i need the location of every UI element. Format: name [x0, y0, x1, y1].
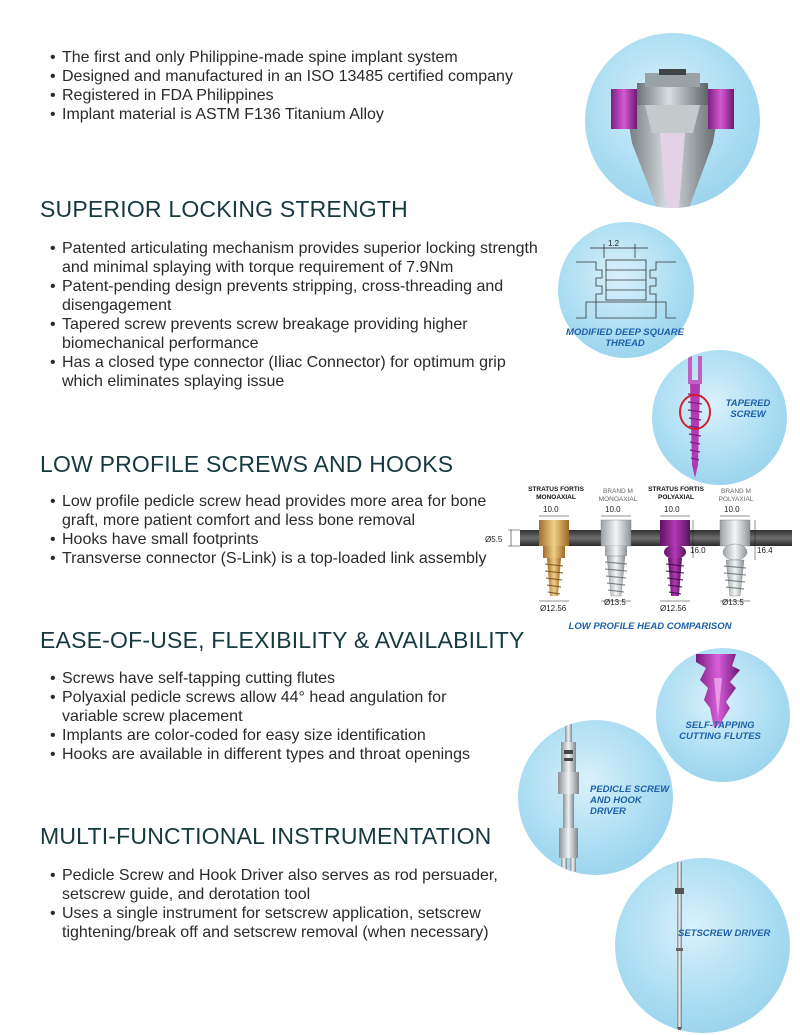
screw-label: STRATUS FORTIS MONOAXIAL — [528, 486, 584, 501]
screw-label: STRATUS FORTIS POLYAXIAL — [648, 486, 704, 501]
ease-of-use-section: Screws have self-tapping cutting flutes … — [50, 669, 500, 764]
instrumentation-section: Pedicle Screw and Hook Driver also serve… — [50, 866, 530, 942]
list-item: Hooks have small footprints — [50, 530, 505, 549]
low-profile-bullet-list: Low profile pedicle screw head provides … — [50, 492, 505, 568]
setscrew-driver-image — [615, 858, 790, 1033]
list-item: Registered in FDA Philippines — [50, 86, 570, 105]
instrumentation-bullet-list: Pedicle Screw and Hook Driver also serve… — [50, 866, 530, 942]
thread-dim-label: 1.2 — [608, 239, 620, 248]
cutting-flutes-image — [656, 648, 790, 782]
setscrew-caption: SETSCREW DRIVER — [678, 928, 771, 939]
screw-top-dim: 10.0 — [664, 505, 680, 514]
section-heading-ease-of-use: EASE-OF-USE, FLEXIBILITY & AVAILABILITY — [40, 627, 525, 653]
screw-top-dim: 10.0 — [724, 505, 740, 514]
intro-section: The first and only Philippine-made spine… — [50, 48, 570, 124]
thread-caption: MODIFIED DEEP SQUARE THREAD — [566, 327, 684, 349]
list-item: The first and only Philippine-made spine… — [50, 48, 570, 67]
section-heading-locking: SUPERIOR LOCKING STRENGTH — [40, 196, 408, 222]
screw-side-dim: 16.0 — [690, 546, 706, 555]
intro-bullet-list: The first and only Philippine-made spine… — [50, 48, 570, 124]
list-item: Transverse connector (S-Link) is a top-l… — [50, 549, 505, 568]
list-item: Implants are color-coded for easy size i… — [50, 726, 500, 745]
driver-image — [518, 720, 673, 875]
list-item: Patented articulating mechanism provides… — [50, 239, 540, 277]
driver-caption: PEDICLE SCREW AND HOOK DRIVER — [590, 784, 670, 817]
rod-dimension-label: Ø5.5 — [485, 535, 503, 544]
list-item: Designed and manufactured in an ISO 1348… — [50, 67, 570, 86]
section-heading-instrumentation: MULTI-FUNCTIONAL INSTRUMENTATION — [40, 823, 492, 849]
screw-bottom-dim: Ø13.5 — [722, 598, 744, 607]
list-item: Polyaxial pedicle screws allow 44° head … — [50, 688, 500, 726]
screw-top-dim: 10.0 — [543, 505, 559, 514]
screw-bottom-dim: Ø12.56 — [660, 604, 687, 613]
tapered-caption: TAPERED SCREW — [725, 398, 771, 420]
comparison-caption: LOW PROFILE HEAD COMPARISON — [568, 621, 732, 632]
screw-label: BRAND M POLYAXIAL — [718, 488, 754, 503]
list-item: Low profile pedicle screw head provides … — [50, 492, 505, 530]
screw-bottom-dim: Ø13.5 — [604, 598, 626, 607]
list-item: Tapered screw prevents screw breakage pr… — [50, 315, 540, 353]
screw-top-dim: 10.0 — [605, 505, 621, 514]
tapered-screw-image — [652, 350, 787, 485]
list-item: Implant material is ASTM F136 Titanium A… — [50, 105, 570, 124]
locking-bullet-list: Patented articulating mechanism provides… — [50, 239, 540, 391]
low-profile-section: Low profile pedicle screw head provides … — [50, 492, 505, 568]
locking-section: Patented articulating mechanism provides… — [50, 239, 540, 391]
implant-closeup-image — [585, 33, 760, 208]
head-comparison-figure — [505, 484, 795, 619]
list-item: Uses a single instrument for setscrew ap… — [50, 904, 530, 942]
screw-label: BRAND M MONOAXIAL — [598, 488, 638, 503]
screw-side-dim: 16.4 — [757, 546, 773, 555]
section-heading-low-profile: LOW PROFILE SCREWS AND HOOKS — [40, 451, 454, 477]
list-item: Screws have self-tapping cutting flutes — [50, 669, 500, 688]
screw-bottom-dim: Ø12.56 — [540, 604, 567, 613]
list-item: Patent-pending design prevents stripping… — [50, 277, 540, 315]
ease-bullet-list: Screws have self-tapping cutting flutes … — [50, 669, 500, 764]
list-item: Has a closed type connector (Iliac Conne… — [50, 353, 540, 391]
list-item: Pedicle Screw and Hook Driver also serve… — [50, 866, 530, 904]
thread-diagram-image: 1.2 — [558, 222, 694, 358]
list-item: Hooks are available in different types a… — [50, 745, 500, 764]
flutes-caption: SELF-TAPPING CUTTING FLUTES — [679, 720, 761, 742]
